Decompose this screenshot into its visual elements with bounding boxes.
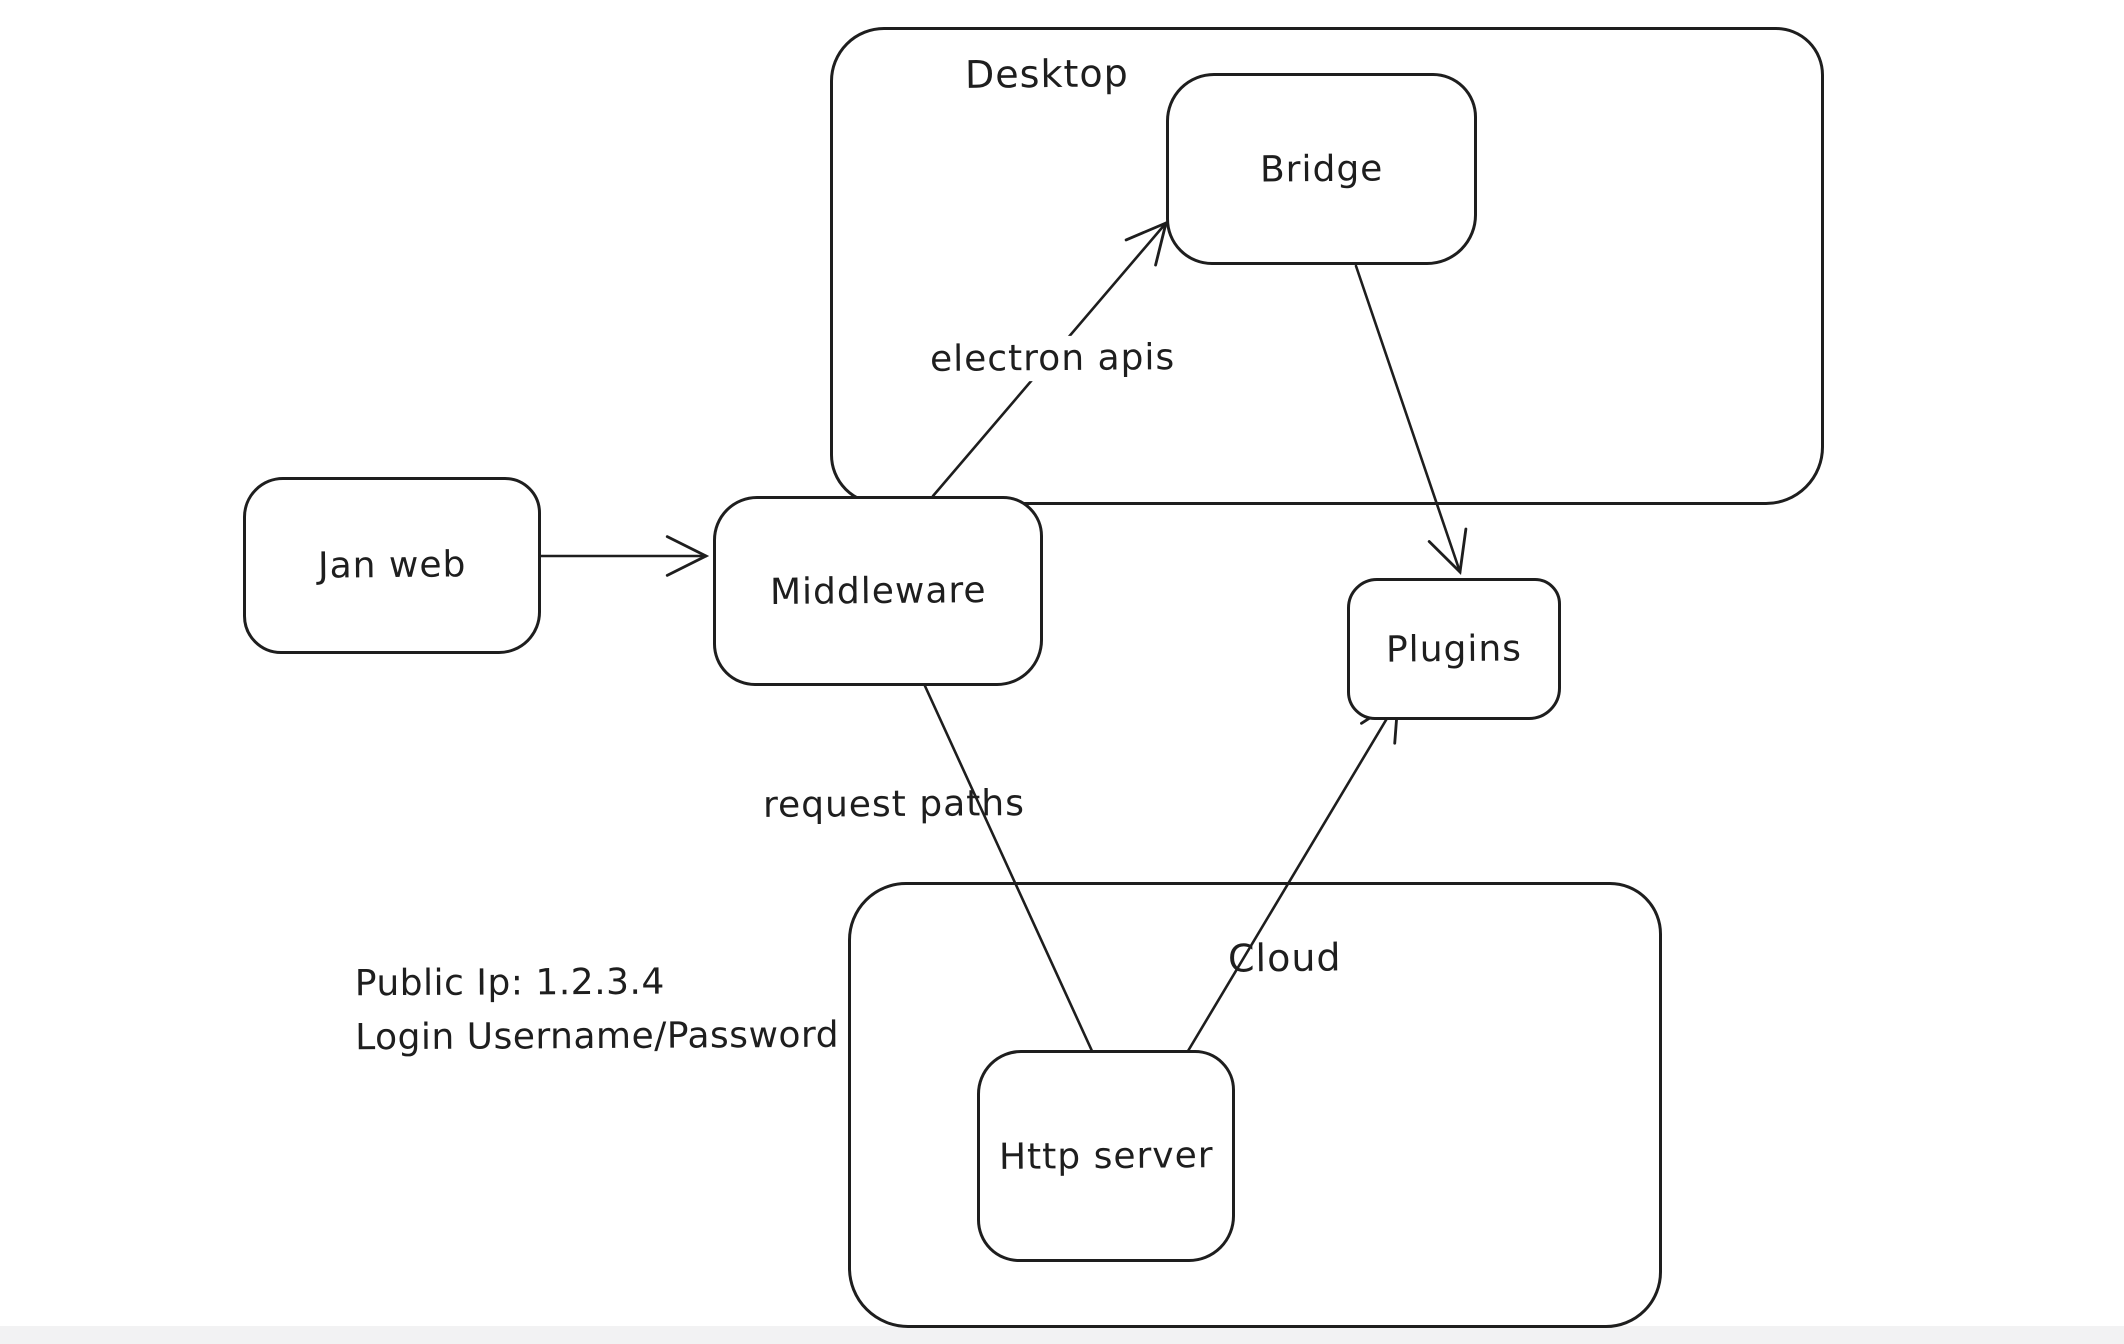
edge-httpserver-to-plugins[interactable] [1186,697,1400,1053]
edge-middleware-to-httpserver[interactable] [923,684,1094,1053]
edge-label-electron-apis[interactable]: electron apis [921,335,1184,382]
node-plugins[interactable]: Plugins [1347,578,1561,720]
annotation-credentials[interactable]: Public Ip: 1.2.3.4 Login Username/Passwo… [355,955,839,1066]
annotation-line-public-ip: Public Ip: 1.2.3.4 [354,961,665,1005]
node-middleware-label: Middleware [769,569,987,613]
node-http-server[interactable]: Http server [977,1050,1235,1262]
node-middleware[interactable]: Middleware [713,496,1043,686]
container-desktop-title[interactable]: Desktop [964,51,1129,97]
annotation-line-login: Login Username/Password [355,1014,840,1059]
node-http-server-label: Http server [998,1134,1214,1178]
node-bridge[interactable]: Bridge [1166,73,1477,265]
node-plugins-label: Plugins [1385,627,1523,671]
node-bridge-label: Bridge [1259,147,1384,191]
node-jan-web[interactable]: Jan web [243,477,541,654]
node-jan-web-label: Jan web [317,544,467,587]
edge-bridge-to-plugins[interactable] [1354,264,1468,576]
edge-label-request-paths[interactable]: request paths [762,783,1026,826]
container-cloud[interactable] [848,882,1662,1328]
container-desktop[interactable] [830,27,1824,505]
canvas-bottom-strip [0,1326,2124,1344]
container-cloud-title[interactable]: Cloud [1227,935,1342,981]
